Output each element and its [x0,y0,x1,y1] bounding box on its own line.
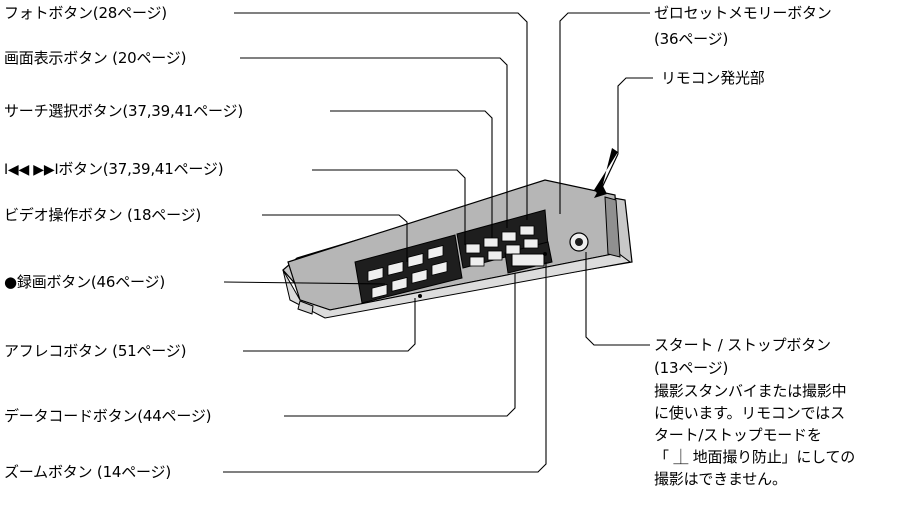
zoom-button-label: ズームボタン (14ページ) [4,463,172,481]
display-button-label: 画面表示ボタン (20ページ) [4,49,187,67]
zero-set-memory-button-label: ゼロセットメモリーボタン [654,4,832,22]
photo-button-label: フォトボタン(28ページ) [4,4,167,22]
note-line: 撮影スタンバイまたは撮影中 [654,382,847,400]
skip-marks: I◀◀ ▶▶I [4,162,59,178]
note-line: 撮影はできません。 [654,470,787,488]
zero-set-memory-page-ref: (36ページ) [654,30,729,48]
skip-button-text: ボタン(37,39,41ページ) [58,160,224,178]
note-line: タート/ストップモードを [654,426,822,444]
note-line: 「 ⏊ 地面撮り防止」にしての [654,448,856,466]
data-code-button-label: データコードボタン(44ページ) [4,407,212,425]
ir-emitter-label: リモコン発光部 [661,69,765,87]
skip-button-label: I◀◀ ▶▶Iボタン(37,39,41ページ) [4,160,224,179]
start-stop-page-ref: (13ページ) [654,359,729,377]
note-line: に使います。リモコンではス [654,404,845,422]
video-operation-button-label: ビデオ操作ボタン (18ページ) [4,206,202,224]
audio-dub-button-label: アフレコボタン (51ページ) [4,342,187,360]
record-button-label: ●録画ボタン(46ページ) [4,273,165,291]
search-select-button-label: サーチ選択ボタン(37,39,41ページ) [4,102,244,120]
start-stop-button-label: スタート / ストップボタン [654,336,831,354]
